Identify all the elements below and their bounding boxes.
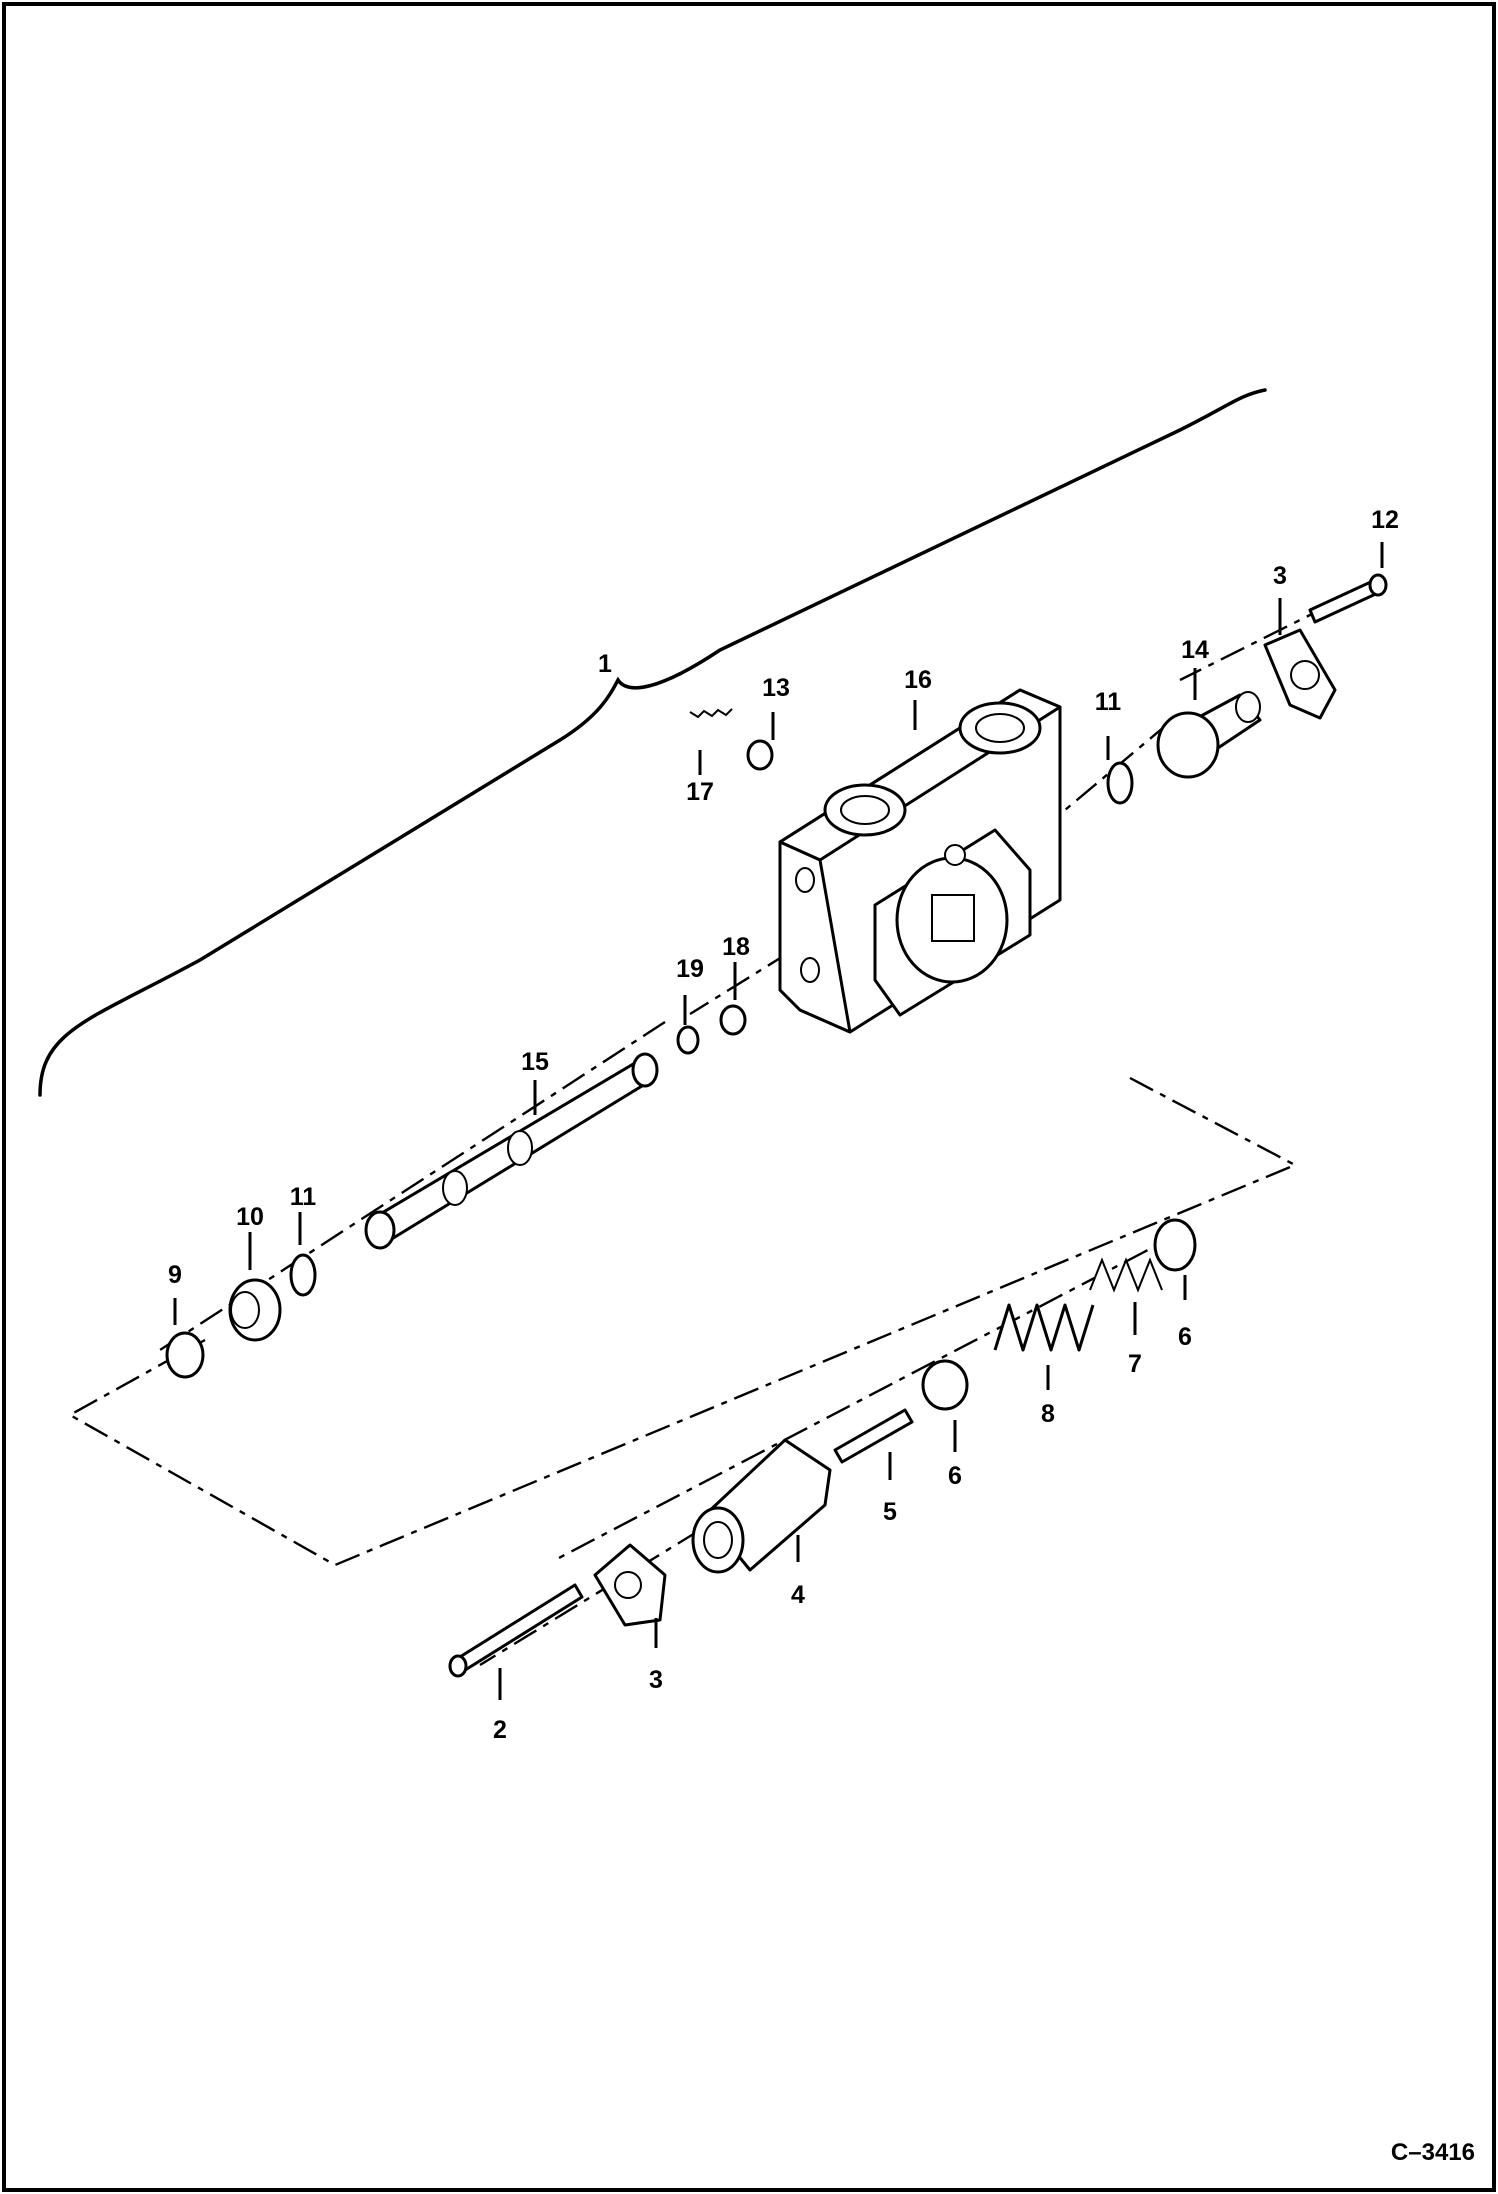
callout-1: 1	[598, 650, 612, 678]
cover-part-4	[691, 1438, 832, 1574]
bolt-part-12	[1308, 573, 1388, 624]
retainer-part-6-upper	[1153, 1218, 1197, 1272]
leader-lines	[173, 542, 1384, 1700]
callout-6-upper: 6	[1178, 1323, 1192, 1351]
callout-12: 12	[1371, 506, 1399, 534]
callout-17: 17	[686, 778, 714, 806]
callout-3-lower: 3	[649, 1666, 663, 1694]
spring-part-17	[689, 708, 733, 719]
valve-body-part-16	[778, 688, 1062, 1034]
poppet-part-18	[719, 1004, 747, 1036]
bolt-part-2	[448, 1583, 584, 1678]
callout-6-lower: 6	[948, 1462, 962, 1490]
callout-8: 8	[1041, 1400, 1055, 1428]
flange-part-3-upper	[1263, 628, 1337, 720]
spring-part-7	[1089, 1257, 1163, 1293]
callout-16: 16	[904, 666, 932, 694]
callout-14: 14	[1181, 636, 1209, 664]
o-ring-part-9	[165, 1331, 205, 1379]
callout-11-upper: 11	[1095, 688, 1122, 716]
callout-5: 5	[883, 1498, 897, 1526]
o-ring-part-11-upper	[1106, 761, 1134, 805]
callout-19: 19	[676, 955, 704, 983]
spring-part-8	[993, 1303, 1095, 1352]
callout-11-lower: 11	[290, 1183, 317, 1211]
callout-15: 15	[521, 1048, 549, 1076]
assembly-brace	[38, 388, 1267, 1097]
retainer-part-6-lower	[921, 1359, 969, 1411]
callout-9: 9	[168, 1261, 182, 1289]
cap-part-14	[1156, 691, 1262, 779]
plug-part-13	[746, 739, 774, 771]
spool-part-15	[364, 1052, 659, 1250]
callout-3-upper: 3	[1273, 562, 1287, 590]
flange-part-3-lower	[593, 1543, 667, 1627]
callout-4: 4	[791, 1581, 805, 1609]
callout-10: 10	[236, 1203, 264, 1231]
o-ring-part-19	[676, 1025, 700, 1055]
o-ring-part-11-lower	[289, 1253, 317, 1297]
callout-18: 18	[722, 933, 750, 961]
callout-7: 7	[1128, 1350, 1142, 1378]
callout-13: 13	[762, 674, 790, 702]
figure-id: C–3416	[1391, 2139, 1475, 2166]
seal-part-10	[228, 1278, 282, 1342]
pin-part-5	[833, 1408, 914, 1464]
callout-2: 2	[493, 1716, 507, 1744]
